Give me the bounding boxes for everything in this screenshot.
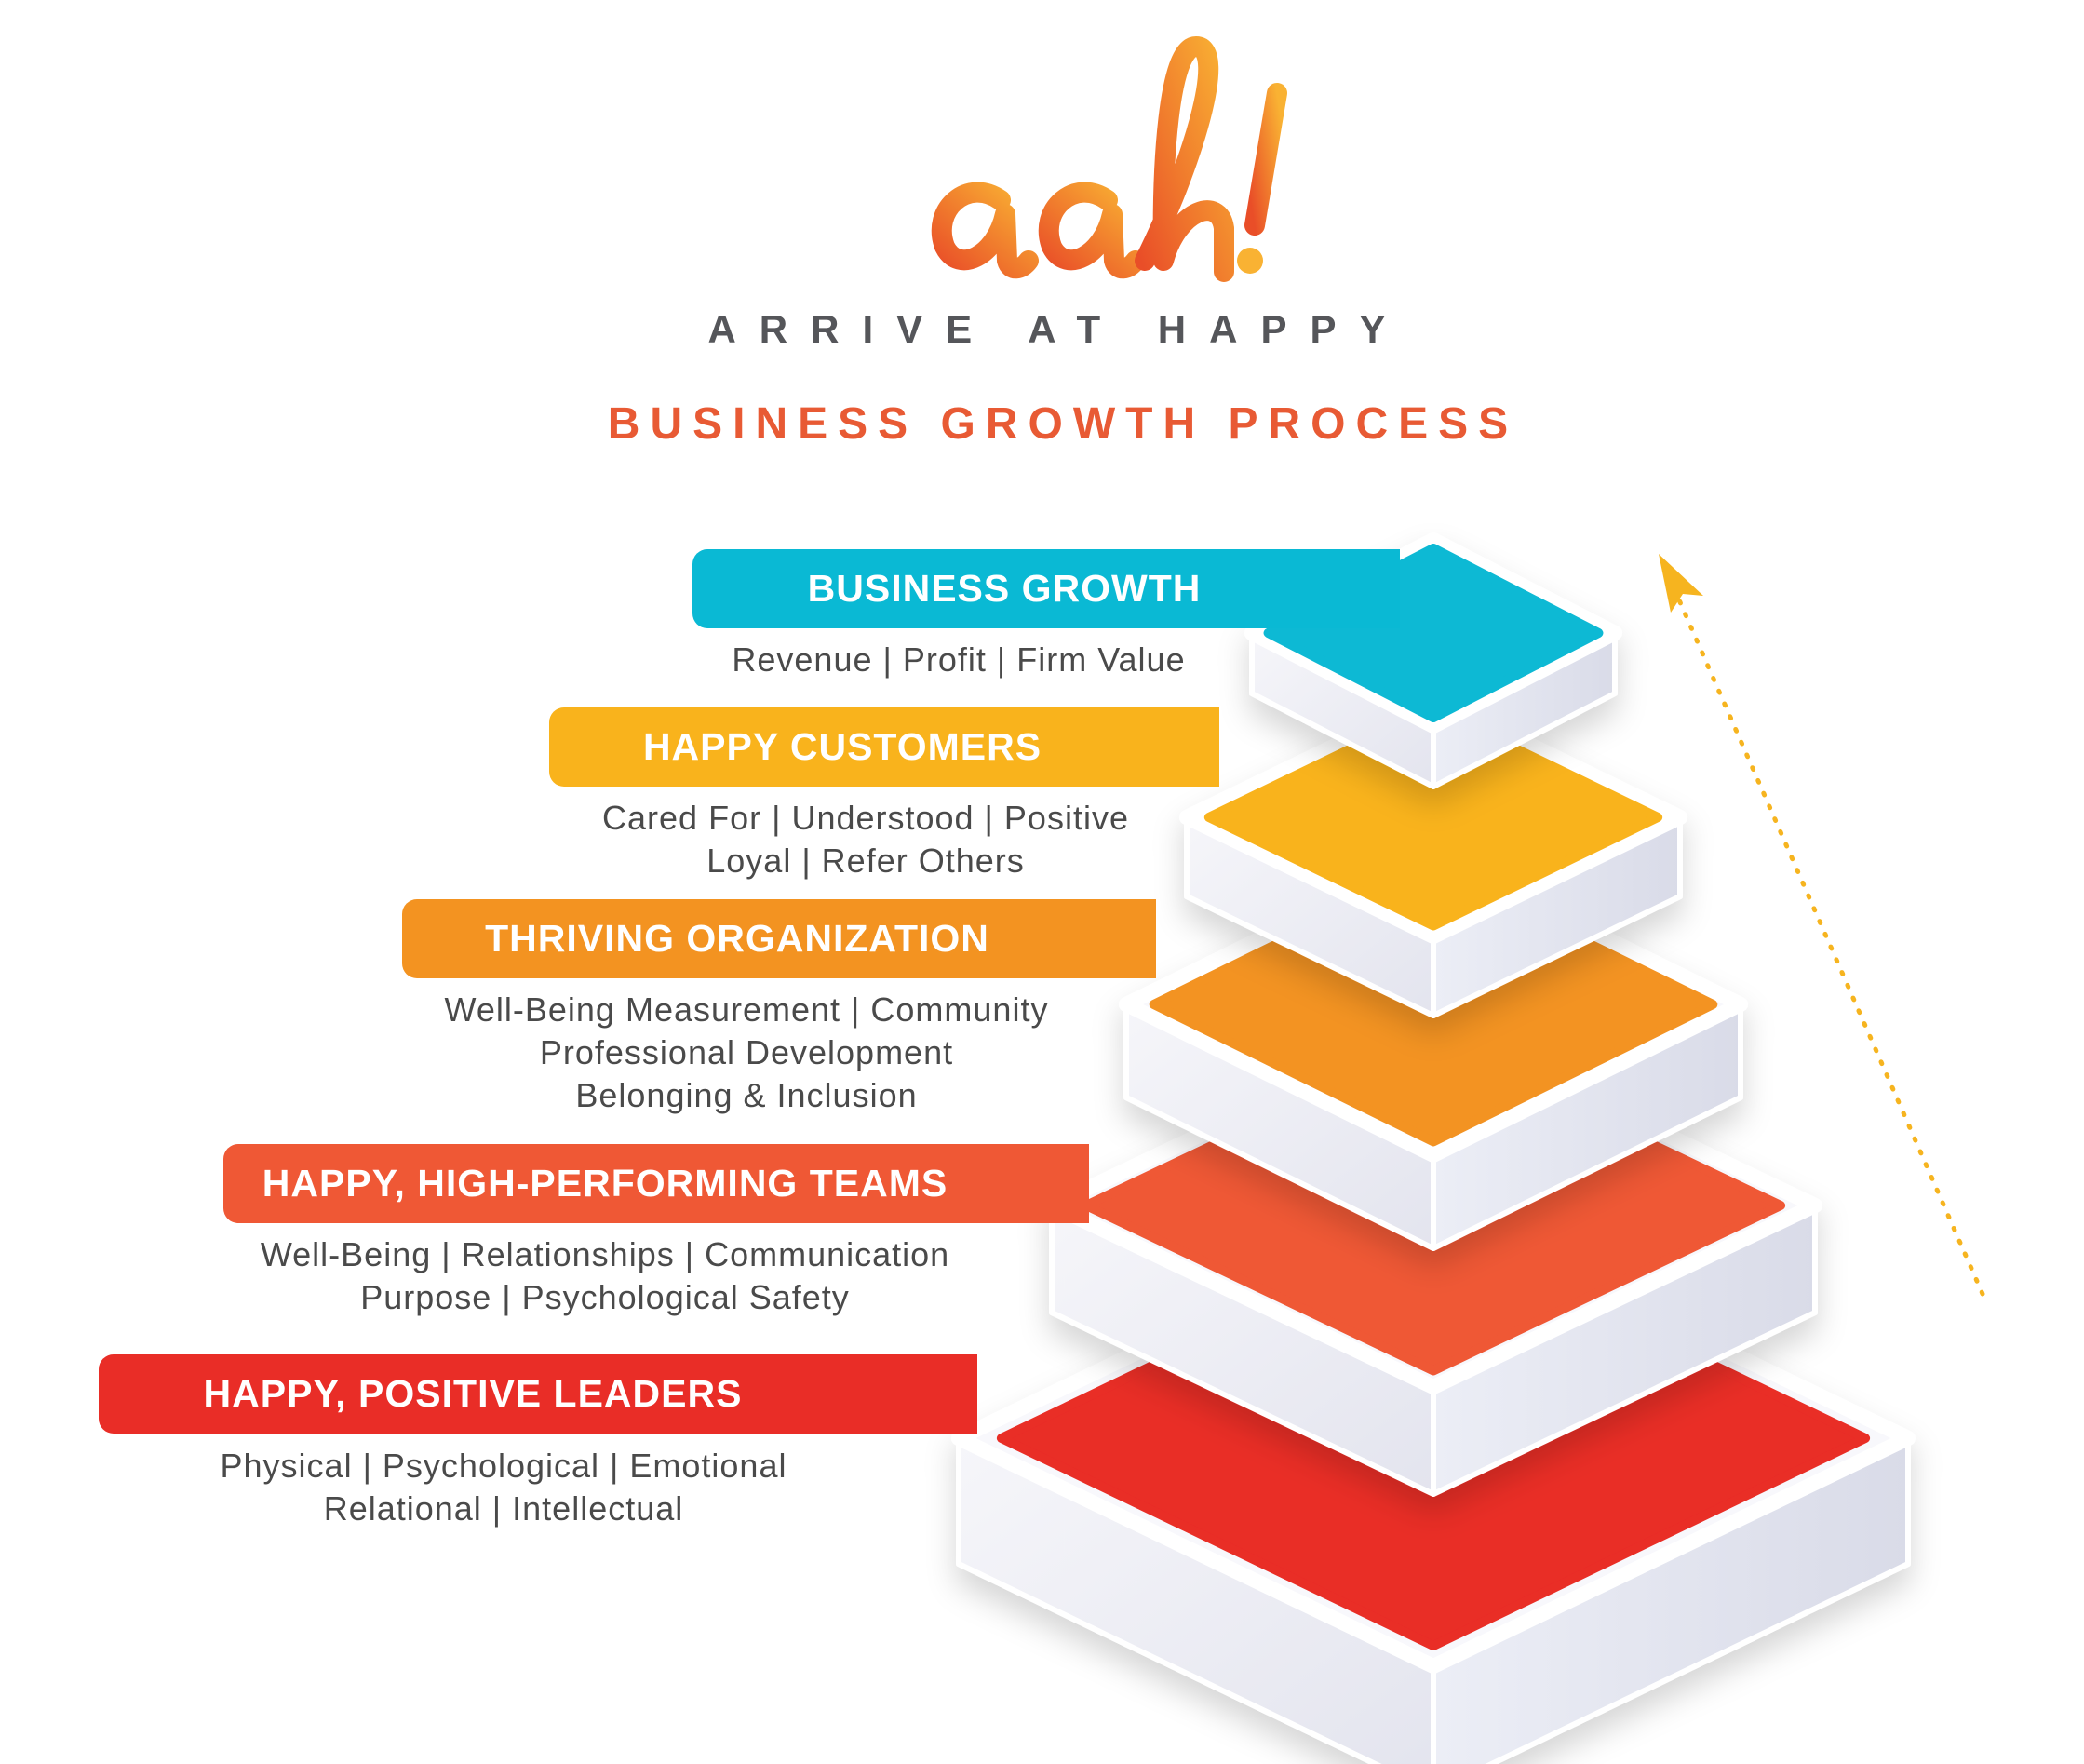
level-bar-thriving-organization: THRIVING ORGANIZATION <box>402 899 1156 978</box>
level-bar-high-performing-teams: HAPPY, HIGH-PERFORMING TEAMS <box>223 1144 1089 1223</box>
level-description: Physical | Psychological | Emotional Rel… <box>99 1445 908 1530</box>
description-line: Physical | Psychological | Emotional <box>220 1447 787 1485</box>
tier-growth <box>1244 532 1622 789</box>
level-bar-happy-customers: HAPPY CUSTOMERS <box>549 707 1219 787</box>
level-bar-positive-leaders: HAPPY, POSITIVE LEADERS <box>99 1354 977 1434</box>
description-line: Revenue | Profit | Firm Value <box>732 640 1186 679</box>
description-line: Purpose | Psychological Safety <box>360 1278 850 1316</box>
aah-logo <box>931 36 1287 282</box>
description-line: Relational | Intellectual <box>323 1489 684 1528</box>
level-description: Revenue | Profit | Firm Value <box>692 639 1225 681</box>
level-description: Well-Being Measurement | Community Profe… <box>402 989 1091 1117</box>
tagline: ARRIVE AT HAPPY <box>707 307 1409 351</box>
description-line: Professional Development <box>539 1033 954 1071</box>
diagram-subtitle: BUSINESS GROWTH PROCESS <box>607 399 1519 449</box>
description-line: Well-Being Measurement | Community <box>444 990 1049 1029</box>
dotted-up-arrow-icon <box>1659 554 1703 613</box>
description-line: Belonging & Inclusion <box>575 1076 918 1114</box>
dotted-arrow-line <box>1674 593 1985 1297</box>
description-line: Well-Being | Relationships | Communicati… <box>260 1235 950 1273</box>
tier-customers <box>1179 691 1687 1018</box>
level-description: Cared For | Understood | Positive Loyal … <box>549 797 1182 882</box>
description-line: Loyal | Refer Others <box>706 842 1025 880</box>
level-description: Well-Being | Relationships | Communicati… <box>223 1233 987 1319</box>
level-bar-business-growth: BUSINESS GROWTH <box>692 549 1400 628</box>
description-line: Cared For | Understood | Positive <box>602 799 1129 837</box>
